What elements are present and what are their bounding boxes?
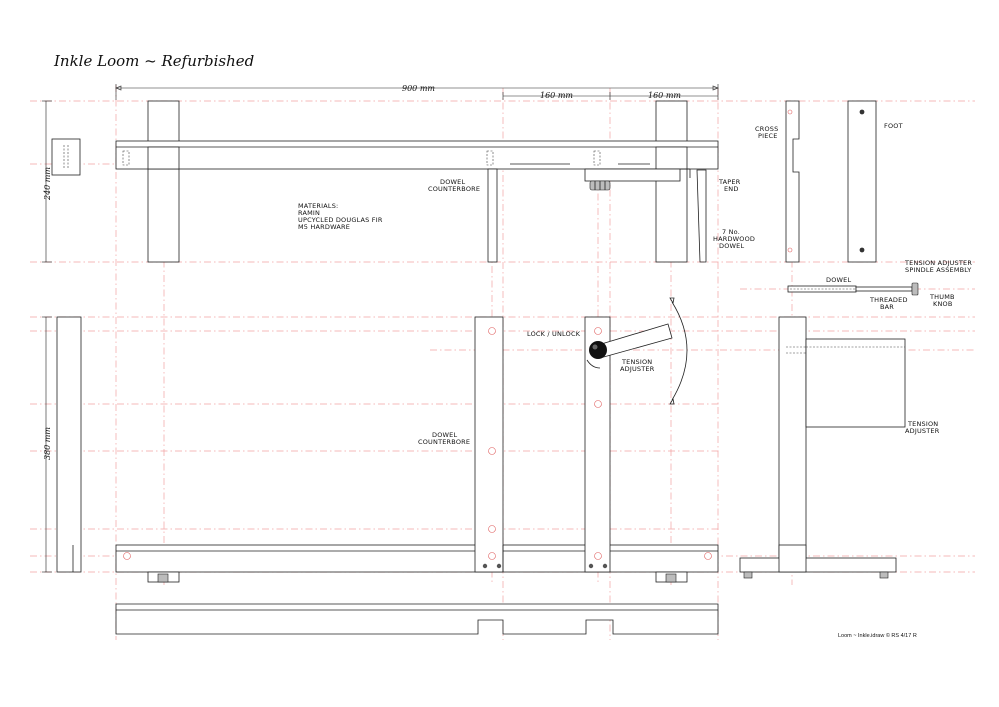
svg-text:TENSION: TENSION bbox=[621, 358, 652, 366]
svg-text:CROSS: CROSS bbox=[755, 125, 778, 133]
label-cross-piece: CROSS PIECE bbox=[755, 125, 778, 140]
label-dowel-counterbore-plan: DOWEL COUNTERBORE bbox=[418, 431, 470, 446]
label-lock-unlock: LOCK / UNLOCK bbox=[527, 330, 581, 338]
svg-text:DOWEL: DOWEL bbox=[432, 431, 457, 439]
label-dowel: DOWEL bbox=[826, 276, 851, 284]
cross-piece-view bbox=[785, 100, 800, 263]
label-taper-end: TAPER END bbox=[718, 178, 741, 193]
svg-text:ADJUSTER: ADJUSTER bbox=[620, 365, 655, 373]
svg-text:KNOB: KNOB bbox=[933, 300, 953, 308]
footer-credit: Loom ~ Inkle.idraw © RS 4/17 R bbox=[838, 632, 917, 639]
svg-text:SPINDLE ASSEMBLY: SPINDLE ASSEMBLY bbox=[905, 266, 971, 274]
svg-text:7 No.: 7 No. bbox=[722, 228, 740, 236]
svg-text:COUNTERBORE: COUNTERBORE bbox=[428, 185, 480, 193]
label-foot: FOOT bbox=[884, 122, 903, 130]
label-thumb-knob: THUMB KNOB bbox=[929, 293, 955, 308]
side-view bbox=[739, 316, 906, 579]
label-dowel-counterbore-top: DOWEL COUNTERBORE bbox=[428, 178, 480, 193]
drawing-title: Inkle Loom ~ Refurbished bbox=[53, 52, 254, 70]
svg-text:DOWEL: DOWEL bbox=[719, 242, 744, 250]
foot-view bbox=[847, 100, 877, 263]
svg-text:BAR: BAR bbox=[880, 303, 894, 311]
svg-text:THUMB: THUMB bbox=[929, 293, 955, 301]
svg-text:END: END bbox=[724, 185, 739, 193]
svg-text:TENSION ADJUSTER: TENSION ADJUSTER bbox=[904, 259, 972, 267]
label-threaded-bar: THREADED BAR bbox=[869, 296, 908, 311]
svg-text:M5 HARDWARE: M5 HARDWARE bbox=[298, 223, 350, 231]
svg-text:RAMIN: RAMIN bbox=[298, 209, 320, 217]
plan-view bbox=[56, 297, 719, 583]
svg-text:ADJUSTER: ADJUSTER bbox=[905, 427, 940, 435]
dimension-span-left: 160 mm bbox=[540, 91, 573, 100]
svg-text:DOWEL: DOWEL bbox=[440, 178, 465, 186]
dimension-overall-length: 900 mm bbox=[402, 84, 435, 93]
svg-text:UPCYCLED DOUGLAS FIR: UPCYCLED DOUGLAS FIR bbox=[298, 216, 383, 224]
label-tension-adjuster-side: TENSION ADJUSTER bbox=[905, 420, 940, 435]
dimension-span-right: 160 mm bbox=[648, 91, 681, 100]
svg-text:PIECE: PIECE bbox=[758, 132, 778, 140]
front-elevation bbox=[51, 100, 719, 263]
svg-text:TAPER: TAPER bbox=[718, 178, 741, 186]
materials-list: MATERIALS: RAMIN UPCYCLED DOUGLAS FIR M5… bbox=[298, 202, 383, 231]
label-spindle-assembly: TENSION ADJUSTER SPINDLE ASSEMBLY bbox=[904, 259, 972, 274]
dimension-lines bbox=[42, 84, 719, 573]
svg-text:TENSION: TENSION bbox=[907, 420, 938, 428]
spindle-assembly bbox=[787, 282, 919, 296]
svg-text:THREADED: THREADED bbox=[869, 296, 908, 304]
label-hardwood-dowel: 7 No. HARDWOOD DOWEL bbox=[713, 228, 755, 250]
base-bottom-view bbox=[115, 603, 719, 635]
label-tension-adjuster-plan: TENSION ADJUSTER bbox=[620, 358, 655, 373]
svg-text:HARDWOOD: HARDWOOD bbox=[713, 235, 755, 243]
svg-text:MATERIALS:: MATERIALS: bbox=[298, 202, 338, 210]
dimension-height: 240 mm bbox=[43, 167, 52, 201]
svg-text:COUNTERBORE: COUNTERBORE bbox=[418, 438, 470, 446]
dimension-width: 380 mm bbox=[43, 427, 52, 460]
